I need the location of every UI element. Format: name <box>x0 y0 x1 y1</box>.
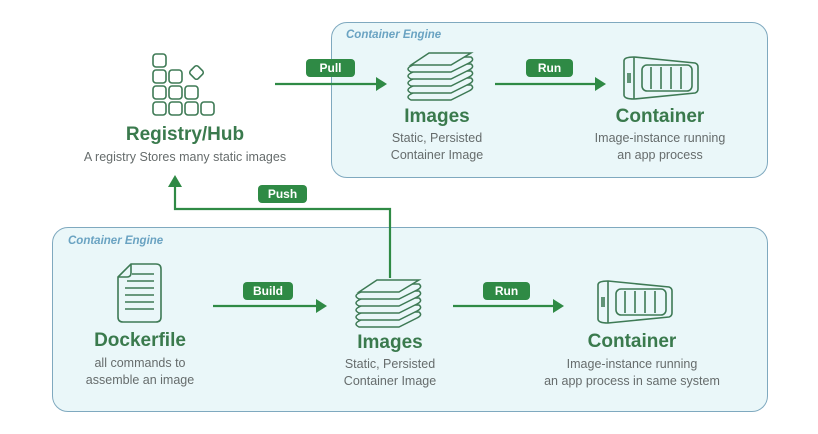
description-line: Container Image <box>343 374 437 388</box>
run-bottom-badge: Run <box>483 282 530 300</box>
container-title-bottom: Container <box>587 331 677 352</box>
container-icon-bottom <box>597 280 673 324</box>
engine-label-top: Container Engine <box>346 29 442 41</box>
push-badge: Push <box>258 185 307 203</box>
dockerfile-description: all commands to assemble an image <box>86 355 194 389</box>
registry-grid-icon <box>152 53 215 116</box>
image-stack-icon-bottom <box>355 279 422 328</box>
description-line: Image-instance running <box>566 357 698 371</box>
description-line: Static, Persisted <box>391 131 483 145</box>
build-arrowhead <box>316 299 327 313</box>
registry-title: Registry/Hub <box>125 124 245 145</box>
container-icon-top <box>623 56 699 100</box>
images-description-top: Static, Persisted Container Image <box>391 130 483 164</box>
description-line: Container Image <box>390 148 484 162</box>
pull-badge: Pull <box>306 59 355 77</box>
description-line: an app process in same system <box>544 374 720 388</box>
document-icon <box>117 263 162 323</box>
push-arrowhead <box>168 175 182 187</box>
registry-description: A registry Stores many static images <box>83 150 287 164</box>
description-line: Image-instance running <box>594 131 726 145</box>
build-badge: Build <box>243 282 293 300</box>
pull-arrowhead <box>376 77 387 91</box>
description-line: all commands to <box>94 356 186 370</box>
images-description-bottom: Static, Persisted Container Image <box>344 356 436 390</box>
run-bottom-arrowhead <box>553 299 564 313</box>
container-description-top: Image-instance running an app process <box>595 130 726 164</box>
image-stack-icon-top <box>407 52 474 101</box>
container-engine-top: Container Engine <box>331 22 768 178</box>
images-title-bottom: Images <box>357 332 423 353</box>
dockerfile-title: Dockerfile <box>94 330 186 351</box>
container-title-top: Container <box>615 106 705 127</box>
description-line: an app process <box>617 148 703 162</box>
images-title-top: Images <box>404 106 470 127</box>
run-top-arrowhead <box>595 77 606 91</box>
engine-label-bottom: Container Engine <box>68 235 164 247</box>
push-arrow-line <box>173 185 392 278</box>
description-line: Static, Persisted <box>344 357 436 371</box>
description-line: assemble an image <box>85 373 195 387</box>
container-description-bottom: Image-instance running an app process in… <box>544 356 720 390</box>
run-top-badge: Run <box>526 59 573 77</box>
